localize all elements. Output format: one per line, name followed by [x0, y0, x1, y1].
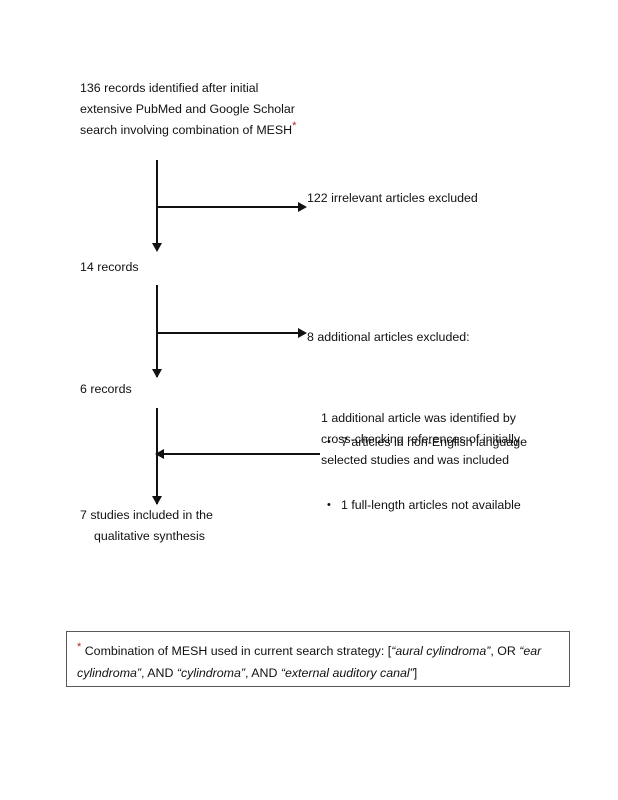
stage-final-included: 7 studies included in the qualitative syn… [80, 505, 300, 547]
exclusion-second-list: 7 articles in non-English language 1 ful… [307, 390, 542, 558]
connector-spine-2 [156, 285, 158, 377]
exclusion-second-lead: 8 additional articles excluded: [307, 330, 470, 344]
stage-final-line1: 7 studies included in the [80, 508, 213, 522]
arrowhead-down-1 [152, 243, 162, 252]
stage-records-14: 14 records [80, 260, 139, 274]
mesh-asterisk-marker: * [292, 119, 297, 132]
footnote-asterisk-marker: * [77, 640, 82, 653]
footnote-term-1: “aural cylindroma” [391, 644, 491, 658]
footnote-text: * Combination of MESH used in current se… [77, 640, 561, 684]
footnote-term-3: “cylindroma” [176, 666, 246, 680]
footnote-close: ] [413, 666, 418, 680]
footnote-term-4: “external auditory canal” [280, 666, 414, 680]
stage-final-line2: qualitative synthesis [94, 529, 205, 543]
arrowhead-down-3 [152, 496, 162, 505]
connector-branch-3-inbound [162, 453, 320, 455]
exclusion-first: 122 irrelevant articles excluded [307, 191, 478, 205]
footnote-term-2: “ear cylindroma” [77, 644, 542, 680]
footnote-sep-3: , AND [245, 666, 281, 680]
arrowhead-down-2 [152, 369, 162, 378]
footnote-sep-1: , OR [490, 644, 520, 658]
connector-branch-2 [157, 332, 300, 334]
exclusion-second: 8 additional articles excluded: 7 articl… [307, 285, 542, 600]
list-item: 7 articles in non-English language [327, 432, 542, 453]
connector-branch-1 [157, 206, 300, 208]
arrowhead-right-1 [298, 202, 307, 212]
stage-records-6: 6 records [80, 382, 132, 396]
connector-spine-1 [156, 160, 158, 250]
addition-crosscheck: 1 additional article was identified by c… [321, 411, 524, 467]
stage-records-identified: 136 records identified after initial ext… [80, 78, 310, 141]
footnote-sep-2: , AND [141, 666, 177, 680]
stage-records-identified-text: 136 records identified after initial ext… [80, 81, 299, 137]
list-item: 1 full-length articles not available [327, 495, 542, 516]
arrowhead-right-2 [298, 328, 307, 338]
footnote-part1: Combination of MESH used in current sear… [81, 644, 392, 658]
arrowhead-left-1 [155, 449, 164, 459]
footnote-box: * Combination of MESH used in current se… [66, 631, 570, 687]
